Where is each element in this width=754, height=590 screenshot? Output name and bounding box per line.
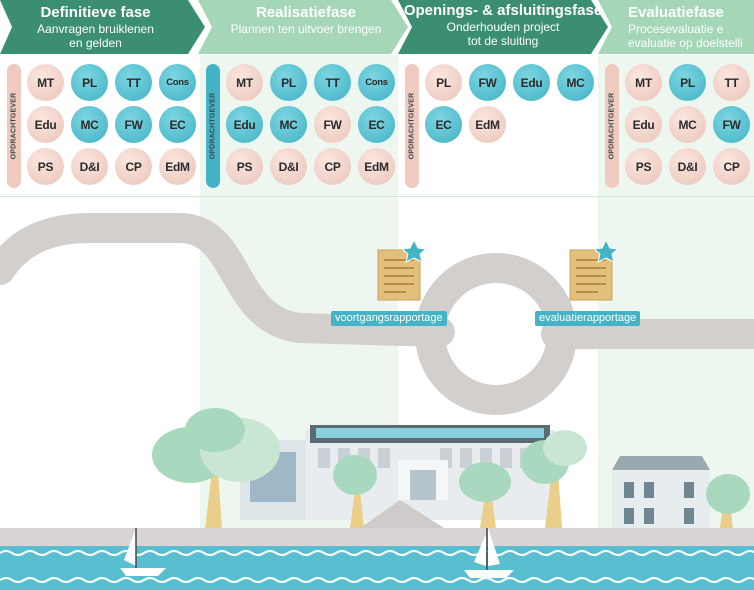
phase-banner-realisatie: Realisatiefase Plannen ten uitvoer breng…	[198, 0, 408, 55]
opdrachtgever-bar: OPDRACHTGEVER	[206, 64, 220, 188]
opdrachtgever-label: OPDRACHTGEVER	[209, 92, 217, 160]
role-circle: MC	[669, 106, 706, 143]
phase-subtitle: Plannen ten uitvoer brengen	[230, 22, 382, 36]
tree	[521, 430, 587, 528]
role-circle: Edu	[27, 106, 64, 143]
role-circle: PL	[71, 64, 108, 101]
quay	[0, 528, 754, 546]
role-circle: Edu	[625, 106, 662, 143]
role-circle: PS	[226, 148, 263, 185]
role-circle: D&I	[669, 148, 706, 185]
banner-arrow-shape	[598, 0, 754, 54]
sailboat-icon	[464, 528, 514, 578]
phase-title: Definitieve fase	[40, 4, 151, 21]
document-voortgangsrapportage[interactable]	[376, 238, 428, 304]
sailboat-icon	[120, 528, 166, 576]
role-circle: PS	[27, 148, 64, 185]
role-circle: MC	[557, 64, 594, 101]
opdrachtgever-label: OPDRACHTGEVER	[10, 92, 18, 160]
phase-banner-opening: Openings- & afsluitingsfase Onderhouden …	[398, 0, 608, 55]
opdrachtgever-label: OPDRACHTGEVER	[608, 92, 616, 160]
divider-line	[0, 196, 754, 197]
banner-arrow-shape	[198, 0, 408, 54]
tree	[152, 408, 280, 530]
role-circle: MC	[270, 106, 307, 143]
role-circle: EdM	[358, 148, 395, 185]
role-circle: D&I	[71, 148, 108, 185]
role-circle: Cons	[159, 64, 196, 101]
document-icon	[569, 238, 620, 301]
role-circle: PS	[625, 148, 662, 185]
phase-title: Evaluatiefase	[628, 4, 724, 21]
document-label: evaluatierapportage	[535, 311, 641, 326]
landscape-illustration	[0, 213, 754, 590]
role-circle: TT	[115, 64, 152, 101]
document-evaluatierapportage[interactable]	[568, 238, 620, 304]
opdrachtgever-bar: OPDRACHTGEVER	[605, 64, 619, 188]
role-circle: CP	[115, 148, 152, 185]
banner-arrow-shape	[398, 0, 608, 54]
role-circle: EdM	[159, 148, 196, 185]
role-circle: FW	[115, 106, 152, 143]
role-circle: MT	[226, 64, 263, 101]
tree	[333, 455, 377, 528]
role-circle: FW	[713, 106, 750, 143]
role-circle: PL	[669, 64, 706, 101]
road	[0, 213, 754, 415]
role-circle: CP	[314, 148, 351, 185]
document-icon	[377, 238, 428, 301]
role-circle: D&I	[270, 148, 307, 185]
role-circle: CP	[713, 148, 750, 185]
role-circle: MT	[625, 64, 662, 101]
role-circle: EC	[425, 106, 462, 143]
role-circle: TT	[314, 64, 351, 101]
opdrachtgever-bar: OPDRACHTGEVER	[7, 64, 21, 188]
role-circle: Edu	[226, 106, 263, 143]
opdrachtgever-label: OPDRACHTGEVER	[408, 92, 416, 160]
opdrachtgever-bar: OPDRACHTGEVER	[405, 64, 419, 188]
role-circle: MC	[71, 106, 108, 143]
role-circle: EdM	[469, 106, 506, 143]
role-circle: FW	[314, 106, 351, 143]
role-circle: Edu	[513, 64, 550, 101]
role-circle: PL	[425, 64, 462, 101]
role-circle: MT	[27, 64, 64, 101]
role-circle: EC	[159, 106, 196, 143]
phase-title: Realisatiefase	[255, 4, 357, 21]
phase-title: Openings- & afsluitingsfase	[403, 2, 603, 19]
role-circle: TT	[713, 64, 750, 101]
document-label: voortgangsrapportage	[331, 311, 447, 326]
role-circle: Cons	[358, 64, 395, 101]
role-circle: FW	[469, 64, 506, 101]
banner-arrow-shape	[0, 0, 205, 54]
role-circle: PL	[270, 64, 307, 101]
tree	[459, 462, 511, 528]
water	[0, 546, 754, 590]
role-circle: EC	[358, 106, 395, 143]
